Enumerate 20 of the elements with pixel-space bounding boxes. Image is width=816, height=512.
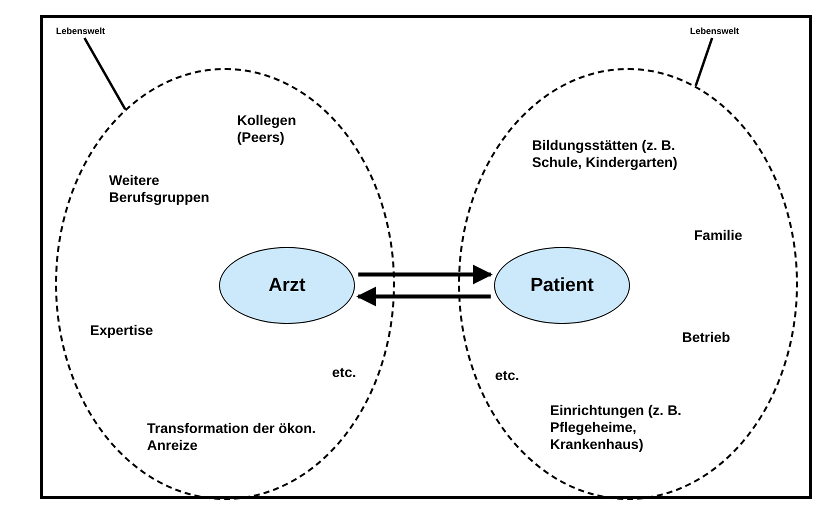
role-ellipse: Patient [494, 247, 630, 324]
text-label: Expertise [90, 322, 154, 339]
text-label: etc. [495, 367, 520, 384]
text-label: etc. [332, 364, 358, 381]
lifeworld-label: Lebenswelt [56, 26, 106, 36]
text-label: Bildungsstätten (z. B. Schule, Kindergarten) [532, 137, 678, 171]
leader-line [694, 38, 714, 86]
role-ellipse: Arzt [219, 247, 355, 324]
text-label: Weitere Berufsgruppen [109, 172, 210, 206]
lifeworld-label: Lebenswelt [690, 26, 740, 36]
lifeworld-ellipse [458, 68, 798, 500]
text-label: Kollegen (Peers) [237, 112, 298, 146]
lifeworld-ellipse [55, 68, 395, 500]
leader-line [83, 37, 126, 110]
text-label: Betrieb [682, 329, 732, 346]
arrow [356, 286, 491, 306]
text-label: Einrichtungen (z. B. Pflegeheime, Krankenhaus) [550, 402, 682, 452]
arrow [358, 264, 493, 284]
text-label: Transformation der ökon. Anreize [147, 420, 317, 454]
text-label: Familie [694, 227, 744, 244]
